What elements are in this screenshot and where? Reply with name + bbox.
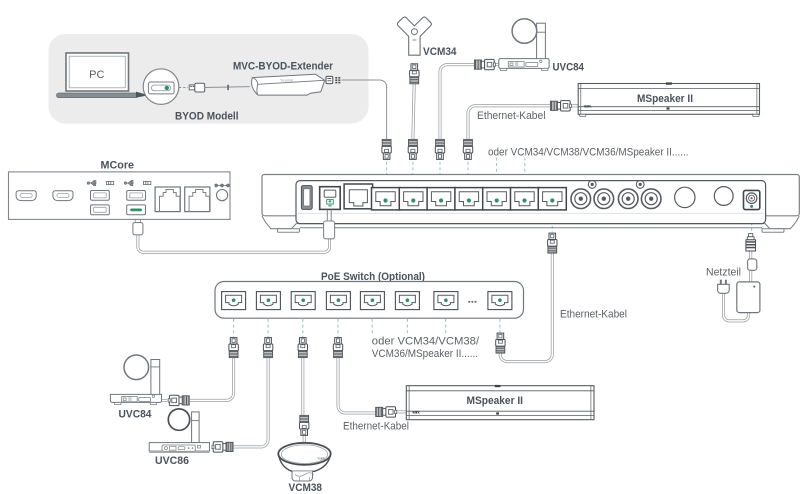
svg-text:VCM34: VCM34	[423, 46, 457, 58]
svg-text:UVC84: UVC84	[119, 409, 153, 421]
svg-text:Ethernet-Kabel: Ethernet-Kabel	[560, 309, 627, 321]
svg-text:Netzteil: Netzteil	[706, 267, 741, 279]
svg-text:Yealink: Yealink	[280, 79, 293, 83]
svg-text:Yealink: Yealink	[412, 411, 421, 415]
svg-text:Yealink: Yealink	[584, 104, 593, 108]
svg-text:oder VCM34/VCM38/: oder VCM34/VCM38/	[372, 336, 480, 348]
svg-text:UVC86: UVC86	[155, 455, 189, 467]
svg-text:Yealink: Yealink	[317, 457, 325, 461]
svg-text:MVC-BYOD-Extender: MVC-BYOD-Extender	[233, 61, 334, 73]
svg-text:PoE Switch (Optional): PoE Switch (Optional)	[321, 271, 425, 283]
svg-text:Ethernet-Kabel: Ethernet-Kabel	[343, 421, 409, 433]
svg-text:PC: PC	[89, 69, 104, 81]
svg-text:UVC84: UVC84	[553, 62, 585, 74]
svg-text:VCM36/MSpeaker II......: VCM36/MSpeaker II......	[372, 348, 478, 360]
svg-text:oder VCM34/VCM38/VCM36/MSpeake: oder VCM34/VCM38/VCM36/MSpeaker II......	[488, 147, 689, 159]
svg-text:MSpeaker II: MSpeaker II	[637, 93, 693, 105]
svg-text:MCore: MCore	[101, 160, 135, 172]
svg-text:Ethernet-Kabel: Ethernet-Kabel	[477, 110, 546, 122]
svg-text:MSpeaker II: MSpeaker II	[467, 395, 524, 407]
svg-text:VCM38: VCM38	[289, 482, 323, 494]
svg-text:BYOD Modell: BYOD Modell	[175, 111, 239, 123]
